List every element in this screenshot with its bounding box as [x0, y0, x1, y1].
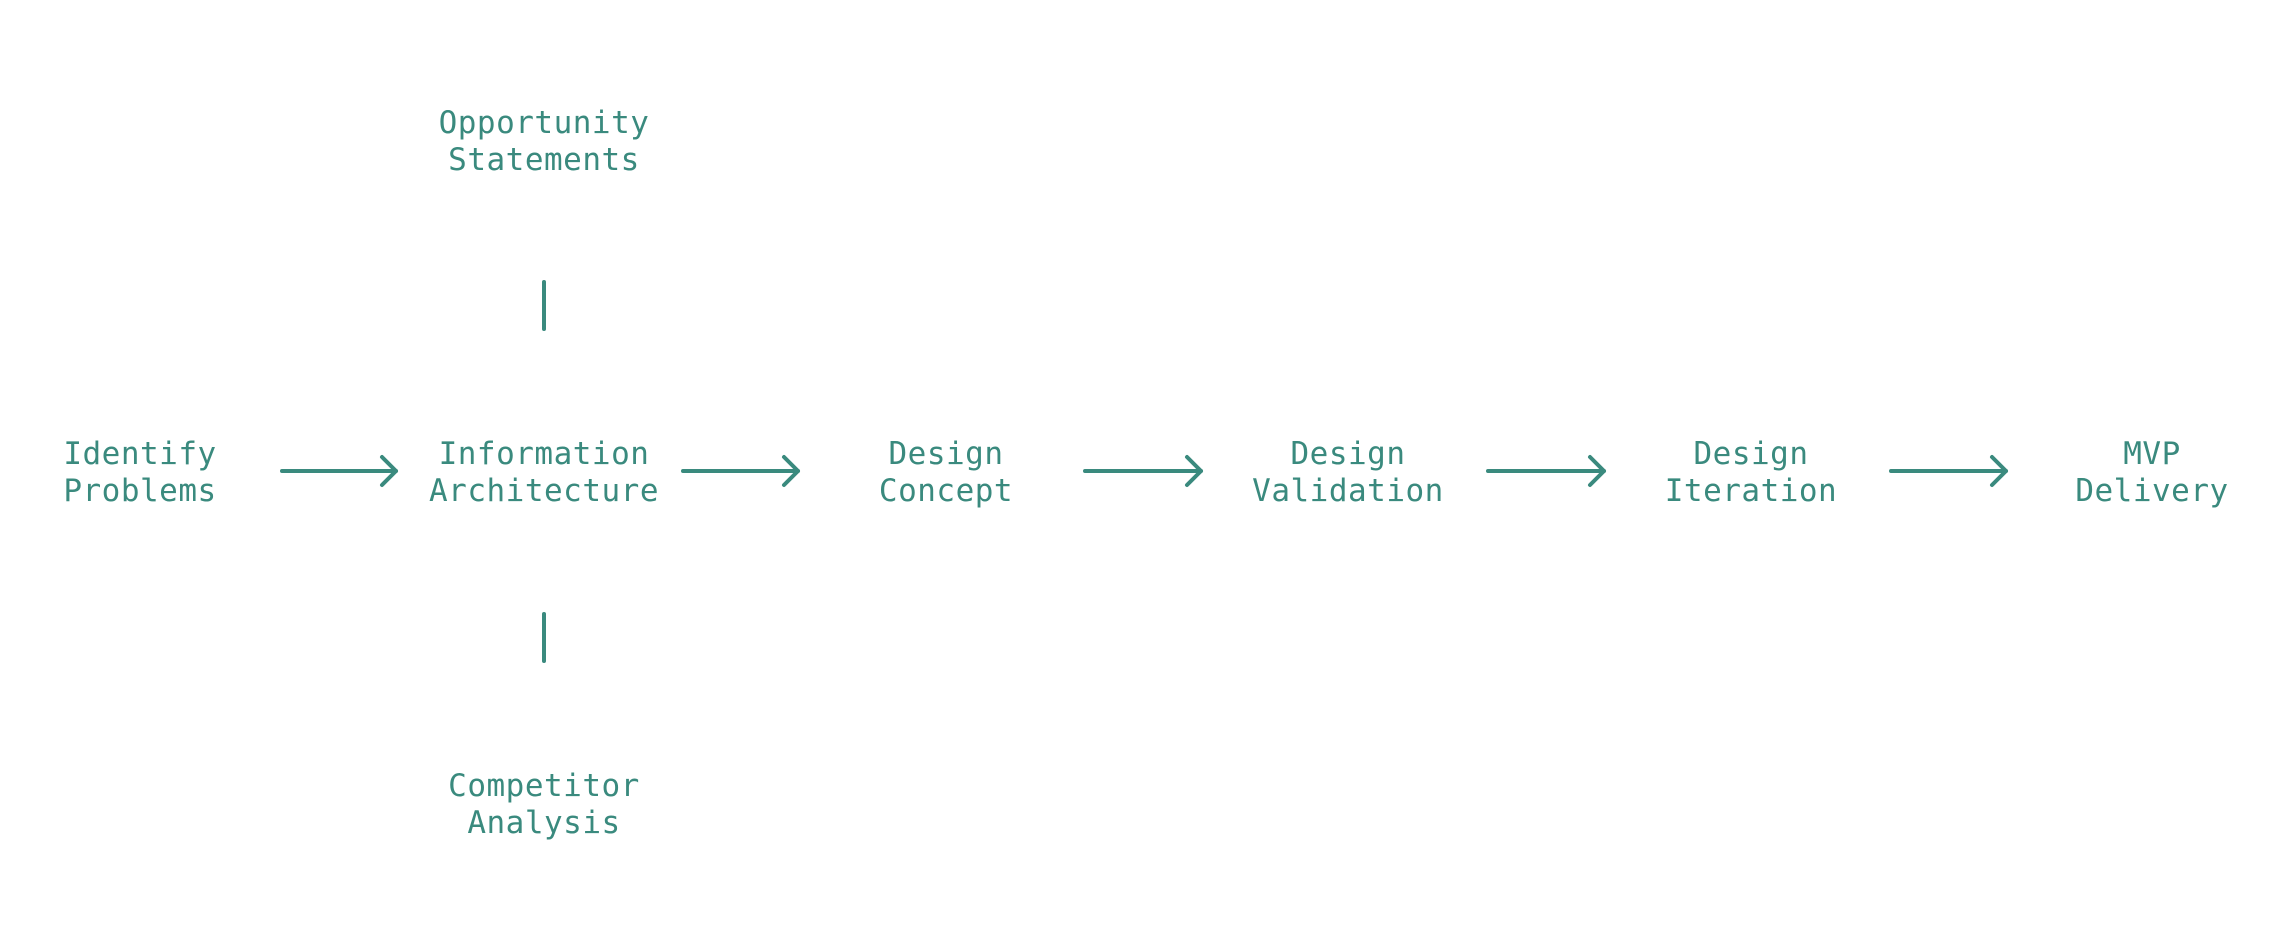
- node-information-architecture-line-1: Information: [438, 436, 650, 472]
- arrow-information-to-concept: [681, 455, 800, 487]
- node-design-validation-line-1: Design: [1290, 436, 1406, 472]
- node-design-concept-line-2: Concept: [878, 473, 1014, 509]
- node-mvp-delivery-line-1: MVP: [2123, 436, 2181, 472]
- arrow-concept-to-validation: [1083, 455, 1203, 487]
- node-competitor-analysis-line-2: Analysis: [467, 805, 621, 841]
- node-identify-problems-line-1: Identify: [63, 436, 217, 472]
- arrow-identify-to-information: [280, 455, 398, 487]
- node-opportunity-statements-line-2: Statements: [448, 142, 640, 178]
- node-design-iteration-line-2: Iteration: [1664, 473, 1838, 509]
- node-identify-problems: Identify Problems: [0, 436, 280, 510]
- node-competitor-analysis: Competitor Analysis: [404, 768, 684, 842]
- node-competitor-analysis-line-1: Competitor: [448, 768, 640, 804]
- node-information-architecture-line-2: Architecture: [429, 473, 659, 509]
- node-design-validation-line-2: Validation: [1252, 473, 1444, 509]
- node-design-validation: Design Validation: [1208, 436, 1488, 510]
- node-opportunity-statements: Opportunity Statements: [404, 105, 684, 179]
- node-design-iteration-line-1: Design: [1693, 436, 1809, 472]
- node-mvp-delivery-line-2: Delivery: [2075, 473, 2229, 509]
- arrow-validation-to-iteration: [1486, 455, 1606, 487]
- arrow-iteration-to-mvp: [1889, 455, 2008, 487]
- node-design-concept-line-1: Design: [888, 436, 1004, 472]
- node-mvp-delivery: MVP Delivery: [2012, 436, 2280, 510]
- node-information-architecture: Information Architecture: [404, 436, 684, 510]
- node-design-concept: Design Concept: [806, 436, 1086, 510]
- node-design-iteration: Design Iteration: [1611, 436, 1891, 510]
- node-identify-problems-line-2: Problems: [63, 473, 217, 509]
- node-opportunity-statements-line-1: Opportunity: [438, 105, 650, 141]
